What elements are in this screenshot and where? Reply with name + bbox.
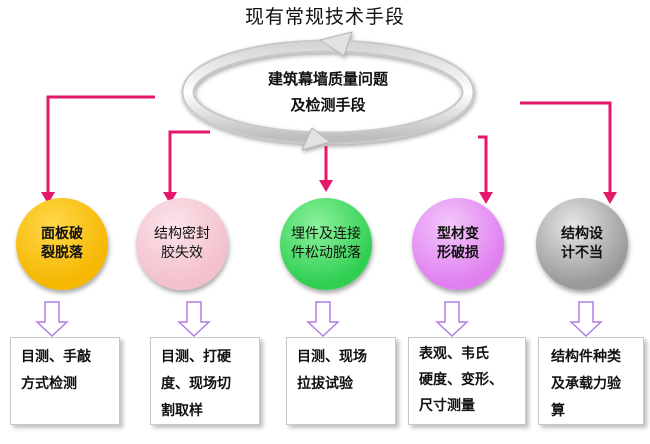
cycle-arrowhead-bottom — [301, 127, 332, 151]
method-line: 及承载力验 — [551, 376, 621, 392]
connector-arrows — [41, 95, 617, 204]
method-line: 度、现场切 — [161, 376, 231, 392]
method-line: 目测、手敲 — [21, 349, 91, 365]
method-line: 目测、打硬 — [161, 349, 231, 365]
method-line: 方式检测 — [21, 376, 77, 392]
category-structural-design-flaw: 结构设 计不当 — [536, 198, 628, 290]
category-line: 形破损 — [437, 245, 479, 261]
hollow-arrows — [35, 301, 603, 338]
hollow-arrow-4 — [435, 301, 469, 338]
connector-arrowhead-1 — [41, 192, 55, 204]
connector-line-5 — [520, 101, 612, 196]
category-sealant-failure: 结构密封 胶失效 — [136, 198, 228, 290]
category-line: 结构密封 — [154, 226, 210, 242]
hollow-arrow-2 — [177, 301, 211, 338]
hollow-arrow-1 — [35, 301, 69, 338]
hollow-arrow-5 — [569, 301, 603, 338]
category-line: 面板破 — [41, 226, 83, 242]
method-line: 算 — [551, 403, 565, 419]
diagram-title: 现有常规技术手段 — [244, 6, 405, 28]
method-line: 拉拔试验 — [297, 376, 353, 392]
category-line: 胶失效 — [161, 245, 203, 261]
category-line: 埋件及连接 — [291, 226, 361, 242]
category-line: 裂脱落 — [41, 245, 83, 261]
method-line: 表观、韦氏 — [419, 346, 489, 362]
connector-line-4 — [478, 135, 488, 196]
method-line: 硬度、变形、 — [419, 372, 503, 388]
cycle-ring — [181, 31, 475, 151]
category-embedded-parts-loosening: 埋件及连接 件松动脱落 — [280, 198, 372, 290]
method-line: 目测、现场 — [297, 349, 367, 365]
connector-arrowhead-5 — [603, 192, 617, 204]
method-box-3: 目测、现场 拉拔试验 — [286, 337, 396, 425]
connector-arrowhead-3 — [319, 180, 333, 192]
category-panel-cracking: 面板破 裂脱落 — [16, 198, 108, 290]
center-topic: 建筑幕墙质量问题 及检测手段 — [246, 66, 410, 118]
method-box-5: 结构件种类 及承载力验 算 — [538, 337, 644, 425]
method-box-2: 目测、打硬 度、现场切 割取样 — [150, 337, 260, 425]
category-line: 型材变 — [437, 226, 479, 242]
category-profile-deformation: 型材变 形破损 — [412, 198, 504, 290]
connector-line-1 — [46, 95, 155, 196]
category-line: 计不当 — [561, 245, 603, 261]
cycle-arrowhead-top — [318, 31, 353, 57]
method-box-1: 目测、手敲 方式检测 — [10, 337, 120, 425]
method-line: 割取样 — [161, 403, 203, 419]
category-line: 结构设 — [561, 226, 603, 242]
category-line: 件松动脱落 — [291, 245, 361, 261]
center-topic-line-1: 建筑幕墙质量问题 — [267, 70, 388, 88]
method-box-4: 表观、韦氏 硬度、变形、 尺寸测量 — [408, 337, 526, 425]
connector-arrowhead-4 — [479, 192, 493, 204]
connector-line-2 — [168, 130, 210, 196]
center-topic-line-2: 及检测手段 — [290, 96, 366, 114]
connector-arrowhead-2 — [163, 192, 177, 204]
method-line: 结构件种类 — [551, 349, 621, 365]
hollow-arrow-3 — [306, 301, 340, 338]
method-line: 尺寸测量 — [419, 398, 475, 414]
